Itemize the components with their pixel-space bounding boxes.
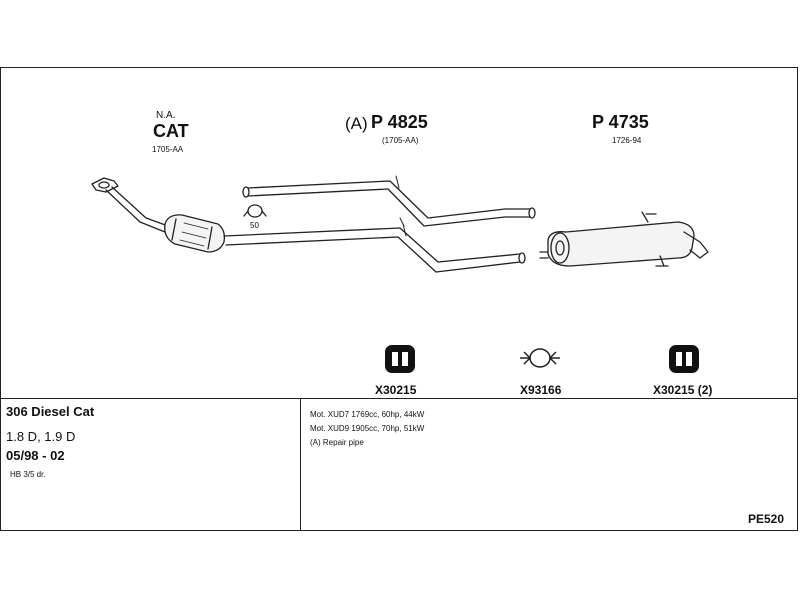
- diagram-code: PE520: [748, 512, 785, 526]
- accessory-icons: [385, 345, 699, 373]
- cat-name: CAT: [153, 121, 189, 141]
- cat-code: 1705-AA: [152, 145, 184, 154]
- accessory-label-2: X93166: [520, 383, 562, 397]
- lower-pipe: [223, 217, 526, 273]
- rubber-mount-icon-2: [669, 345, 699, 373]
- catalytic-converter-icon: [164, 214, 226, 253]
- vehicle-model: 306 Diesel Cat: [6, 404, 95, 419]
- front-flange-icon: [91, 177, 119, 193]
- divider-vertical: [300, 398, 301, 531]
- vehicle-years: 05/98 - 02: [6, 448, 65, 463]
- accessory-label-3: X30215 (2): [653, 383, 713, 397]
- front-pipe-prefix: (A): [345, 114, 368, 133]
- note-line-3: (A) Repair pipe: [310, 438, 364, 447]
- note-line-1: Mot. XUD7 1769cc, 60hp, 44kW: [310, 410, 425, 419]
- front-pipe-name: P 4825: [371, 112, 428, 132]
- front-pipe-code: (1705-AA): [382, 136, 419, 145]
- accessory-label-1: X30215: [375, 383, 417, 397]
- clamp-label: 50: [250, 221, 259, 230]
- rear-silencer-name: P 4735: [592, 112, 649, 132]
- down-pipe: [105, 186, 169, 233]
- clamp-50-icon: [243, 204, 267, 218]
- repair-pipe-p4825: [242, 175, 536, 227]
- cat-note: N.A.: [156, 110, 176, 121]
- vehicle-engines: 1.8 D, 1.9 D: [6, 429, 76, 444]
- vehicle-body: HB 3/5 dr.: [10, 470, 46, 479]
- note-line-2: Mot. XUD9 1905cc, 70hp, 51kW: [310, 424, 425, 433]
- diagram-frame: [0, 67, 798, 531]
- pipe-clamp-icon: [520, 348, 560, 368]
- rear-silencer-icon: [539, 211, 709, 267]
- divider-horizontal: [0, 398, 798, 399]
- rear-silencer-code: 1726-94: [612, 136, 642, 145]
- rubber-mount-icon-1: [385, 345, 415, 373]
